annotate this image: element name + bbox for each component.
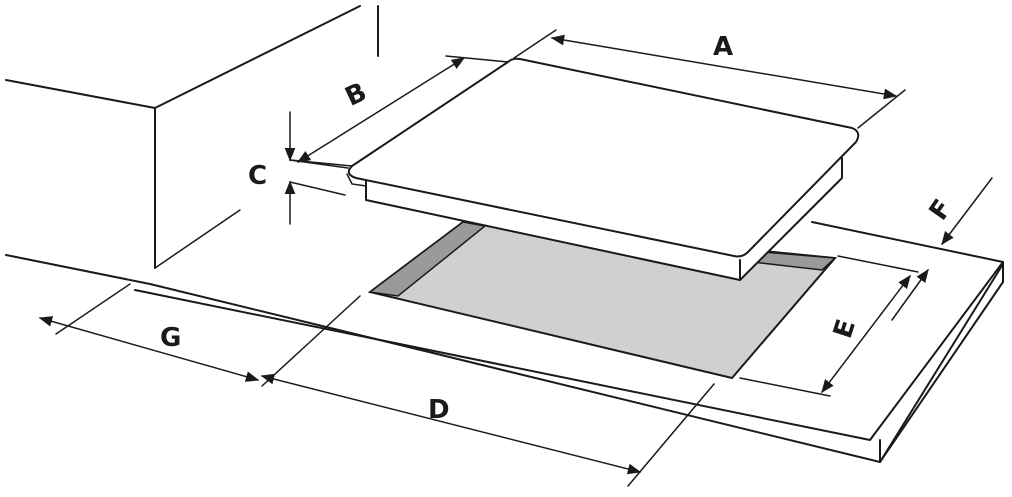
- label-c: C: [248, 161, 267, 191]
- label-b: B: [341, 77, 372, 113]
- label-a: A: [713, 32, 733, 62]
- wall-cabinet: [5, 5, 379, 269]
- label-g: G: [160, 323, 181, 353]
- dimension-g: G: [38, 283, 260, 382]
- hob-unit: [346, 57, 860, 281]
- worktop: [5, 221, 1004, 463]
- label-f: F: [924, 194, 959, 226]
- label-d: D: [428, 395, 450, 425]
- dimension-d: D: [260, 295, 715, 487]
- dimension-a: A: [513, 29, 906, 129]
- label-e: E: [828, 316, 862, 342]
- dimension-c: C: [248, 111, 349, 225]
